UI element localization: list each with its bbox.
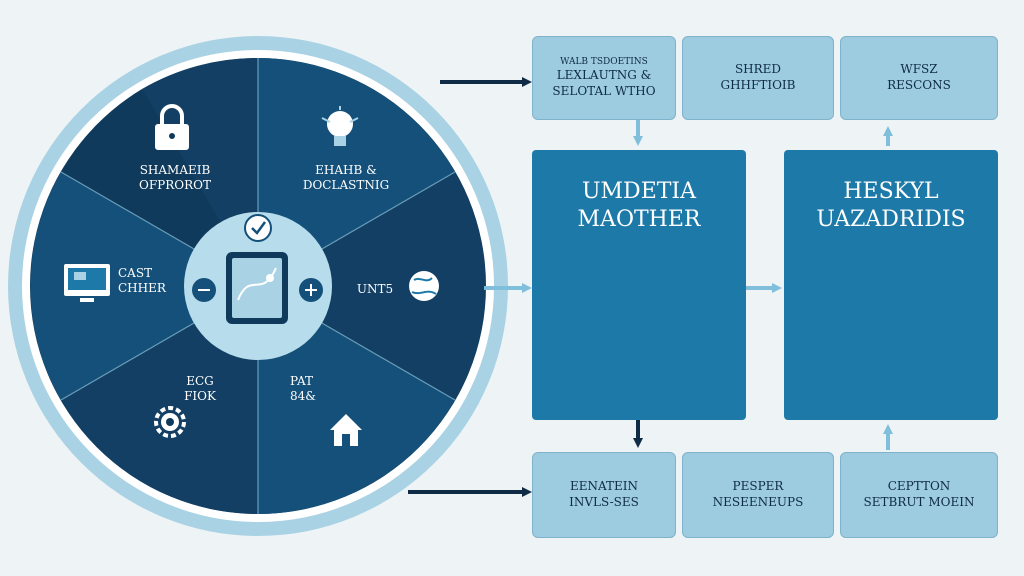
gear-icon [154, 406, 186, 438]
top-box-3: WFSZ RESCONS [840, 36, 998, 120]
segment-label-6-line1: CAST [118, 266, 153, 280]
tablet-icon [226, 252, 288, 324]
wheel-segment-4 [258, 286, 455, 514]
segment-label-3: UNT5 [350, 282, 400, 297]
bottom-box-3-line2: SETBRUT MOEIN [863, 495, 975, 509]
lock-icon [155, 104, 189, 150]
segment-label-5-line1: ECG [186, 374, 214, 388]
segment-label-4-line2: 84& [290, 389, 316, 403]
segment-label-2-line2: DOCLASTNIG [302, 178, 390, 192]
monitor-icon [64, 264, 110, 302]
panel-2-line2: UAZADRIDIS [816, 206, 966, 232]
segment-label-1: SHAMAEIB OFPROROT [120, 163, 230, 193]
top-box-1-line1: LEXLAUTNG & [556, 68, 652, 83]
panel-1-line1: UMDETIA [581, 179, 697, 204]
globe-icon [409, 271, 439, 301]
segment-label-5-line2: FIOK [184, 389, 216, 403]
left-dot-icon [192, 278, 216, 302]
top-box-3-line2: RESCONS [887, 78, 951, 92]
check-mark [251, 221, 267, 235]
wheel-segment-6 [30, 172, 259, 400]
wheel-segment-2 [258, 58, 455, 286]
segment-label-4: PAT 84& [290, 374, 340, 404]
top-box-1: WALB TSDOETINS LEXLAUTNG & SELOTAL WTHO [532, 36, 676, 120]
segment-label-3-line1: UNT5 [356, 282, 394, 296]
top-box-2-line1: SHRED [734, 62, 782, 77]
segment-label-5: ECG FIOK [170, 374, 230, 404]
bottom-box-2-line2: NESEENEUPS [712, 495, 804, 509]
top-box-2-line2: GHHFTIOIB [720, 78, 796, 92]
bottom-box-1-line1: EENATEIN [569, 479, 639, 494]
segment-label-4-line1: PAT [290, 374, 313, 388]
segment-label-1-line2: OFPROROT [139, 178, 211, 192]
bottom-box-3-line1: CEPTTON [887, 479, 951, 494]
segment-label-2-line1: EHAHB & [315, 163, 377, 177]
bottom-box-1-line2: INVLS-SES [569, 495, 639, 509]
segment-label-1-line1: SHAMAEIB [139, 163, 211, 177]
bottom-box-2-line1: PESPER [732, 479, 784, 494]
wheel-segment-5 [61, 286, 258, 514]
check-icon [244, 214, 272, 242]
segment-label-2: EHAHB & DOCLASTNIG [286, 163, 406, 193]
bottom-box-1: EENATEIN INVLS-SES [532, 452, 676, 538]
panel-1: UMDETIA MAOTHER [532, 150, 746, 420]
panel-1-line2: MAOTHER [577, 206, 701, 232]
top-box-3-line1: WFSZ [900, 62, 938, 77]
bottom-box-2: PESPER NESEENEUPS [682, 452, 834, 538]
wheel-segment-3 [258, 172, 486, 400]
house-icon [330, 414, 362, 446]
segment-label-6: CAST CHHER [118, 266, 178, 296]
segment-label-6-line2: CHHER [118, 281, 166, 295]
idea-bulb-icon [321, 106, 359, 146]
right-dot-icon [299, 278, 323, 302]
panel-2: HESKYL UAZADRIDIS [784, 150, 998, 420]
panel-2-line1: HESKYL [843, 179, 939, 204]
top-box-1-line0: WALB TSDOETINS [560, 56, 648, 67]
bottom-box-3: CEPTTON SETBRUT MOEIN [840, 452, 998, 538]
top-box-2: SHRED GHHFTIOIB [682, 36, 834, 120]
top-box-1-line2: SELOTAL WTHO [552, 83, 656, 98]
